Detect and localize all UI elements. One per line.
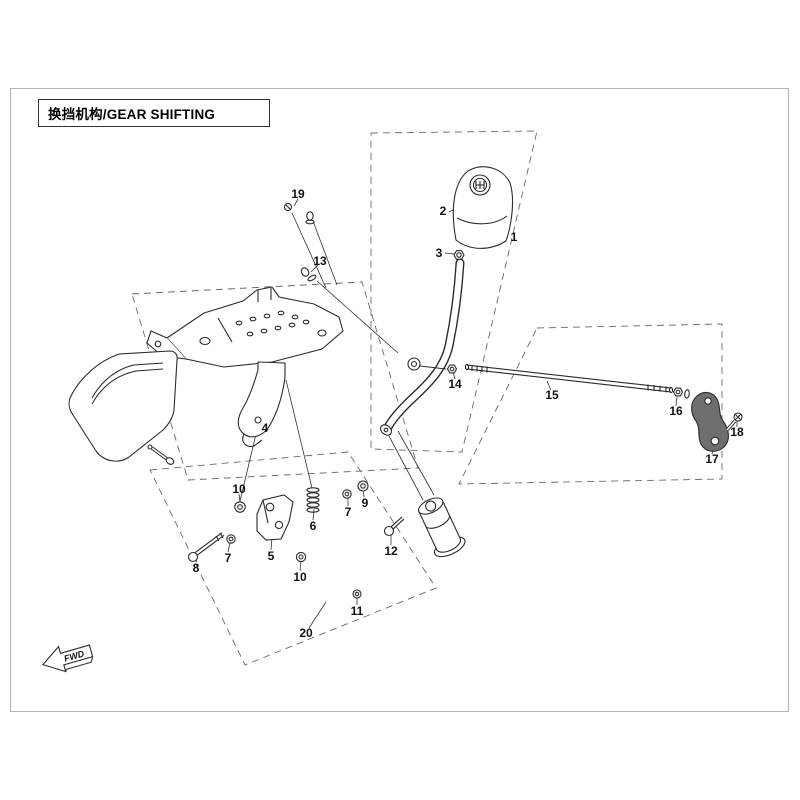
bushing-10-upper	[234, 501, 246, 513]
bolt-8	[187, 532, 225, 563]
washer-11	[352, 589, 362, 599]
washer-7-left	[226, 534, 236, 544]
lever-tip	[380, 424, 392, 436]
boundary-knob-lever	[370, 130, 538, 453]
spring-6	[306, 487, 320, 513]
pivot-cylinder	[418, 497, 466, 558]
side-panel	[68, 350, 178, 465]
bolt-13	[300, 267, 317, 282]
washer-7-right	[342, 489, 352, 499]
bracket-holes	[199, 310, 327, 346]
boundary-bracket	[131, 281, 419, 481]
bushing-9	[357, 480, 369, 492]
mount-bracket-4	[146, 286, 344, 447]
bolt-18	[725, 412, 743, 432]
page-border-frame	[10, 88, 789, 712]
nut-16	[672, 387, 690, 399]
title-box: 换挡机构/GEAR SHIFTING	[38, 99, 270, 127]
shift-rod-15	[464, 363, 674, 394]
washer-10-lower	[295, 551, 307, 563]
rod-threads	[471, 365, 667, 393]
leader-lines	[194, 198, 738, 629]
fwd-arrow: FWD	[41, 644, 94, 673]
pedal-arm	[237, 361, 286, 438]
nut-3	[453, 250, 465, 260]
bolt-12	[383, 516, 405, 537]
bracket-5	[256, 494, 294, 541]
panel-bolt-head	[165, 457, 175, 465]
lower-linkage-group	[187, 480, 466, 599]
dashed-boundaries	[131, 130, 723, 666]
shift-lever	[380, 258, 465, 436]
page-title: 换挡机构/GEAR SHIFTING	[48, 107, 216, 122]
gear-knob	[452, 166, 514, 249]
boundary-lower-linkage	[149, 451, 437, 666]
lever-ball-joint	[407, 357, 421, 371]
nut-14	[446, 364, 458, 374]
bolt-19	[283, 202, 315, 225]
boundary-shift-rod	[458, 323, 723, 485]
shift-arm-17	[691, 391, 729, 452]
